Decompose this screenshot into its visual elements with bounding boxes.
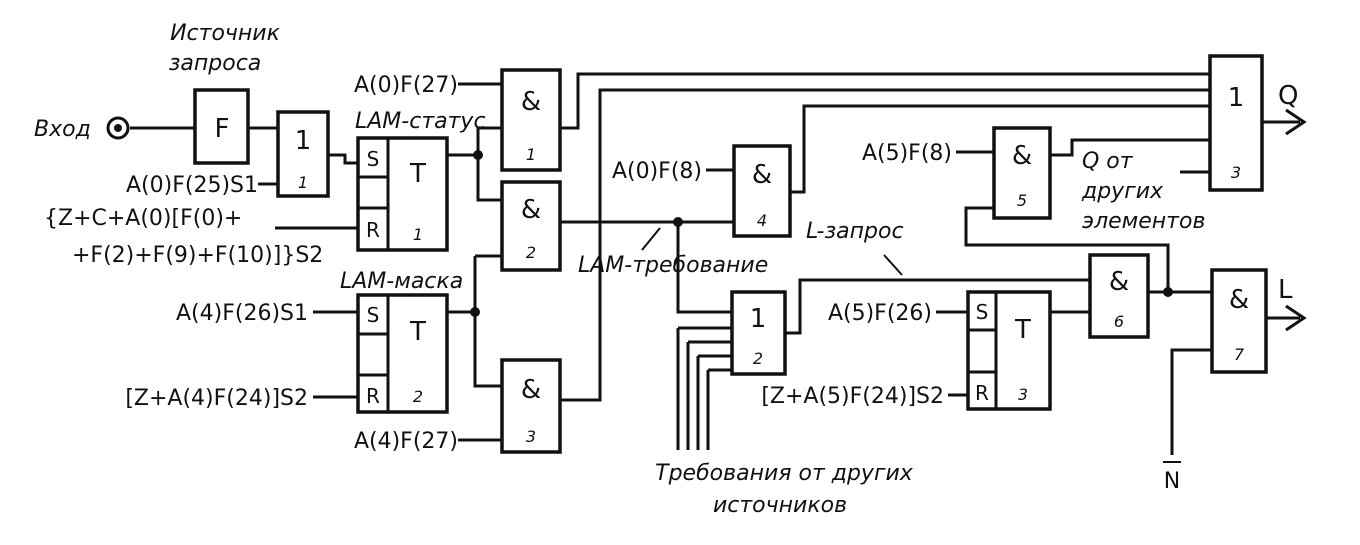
label-lam-demand: LAM-требование <box>578 253 768 278</box>
label-source-line2: запроса <box>169 51 262 76</box>
label-input: Вход <box>34 117 91 142</box>
label-output-l: L <box>1278 275 1293 305</box>
block-or-2-symbol: 1 <box>750 304 767 334</box>
trigger-t3-index: 3 <box>1018 385 1028 404</box>
trigger-t1-r-pin: R <box>366 218 380 242</box>
block-or-3: 1 3 <box>1208 54 1264 192</box>
trigger-t2-symbol: T <box>409 317 426 347</box>
block-or-3-index: 3 <box>1231 163 1241 182</box>
gate-and-4-index: 4 <box>757 211 767 230</box>
gate-and-7-index: 7 <box>1234 345 1245 364</box>
label-source-line1: Источник <box>170 21 281 46</box>
label-q-from-line1: Q от <box>1082 149 1134 174</box>
gate-and-4-symbol: & <box>752 160 772 190</box>
trigger-t1-index: 1 <box>413 225 423 244</box>
gate-and-2-symbol: & <box>521 195 541 225</box>
label-q-from-line3: элементов <box>1082 209 1205 234</box>
junction-and6-out <box>1163 287 1173 297</box>
trigger-t3-symbol: T <box>1014 315 1031 345</box>
trigger-t2-r-pin: R <box>366 384 380 408</box>
label-l-request: L-запрос <box>806 219 904 244</box>
gate-and-3-symbol: & <box>521 375 541 405</box>
trigger-t1-s-pin: S <box>367 147 380 171</box>
gate-and-5-index: 5 <box>1017 191 1027 210</box>
block-f: F <box>193 88 250 165</box>
labels: Источник запроса Вход A(0)F(27) LAM-стат… <box>34 21 1298 518</box>
label-a4f27: A(4)F(27) <box>354 429 458 454</box>
label-a5f26: A(5)F(26) <box>828 301 932 326</box>
trigger-t1: S R T 1 <box>356 136 449 252</box>
gate-and-5-symbol: & <box>1012 141 1032 171</box>
label-demands-line1: Требования от других <box>655 461 914 486</box>
label-q-from-line2: других <box>1081 179 1164 204</box>
gate-and-1: & 1 <box>500 68 562 172</box>
label-demands-line2: источников <box>713 493 847 518</box>
input-terminal <box>106 116 130 140</box>
trigger-t3-s-pin: S <box>976 300 989 324</box>
gate-and-7-symbol: & <box>1229 285 1249 315</box>
trigger-t1-symbol: T <box>409 159 426 189</box>
gate-and-1-symbol: & <box>521 87 541 117</box>
trigger-t3-r-pin: R <box>975 381 989 405</box>
label-z-a4f24: [Z+A(4)F(24)]S2 <box>125 386 308 411</box>
gate-and-7: & 7 <box>1210 268 1268 374</box>
label-a0f27: A(0)F(27) <box>354 73 458 98</box>
gate-and-5: & 5 <box>992 126 1052 220</box>
gate-and-6-index: 6 <box>1114 312 1124 331</box>
gate-and-3-index: 3 <box>526 427 536 446</box>
gate-and-6-symbol: & <box>1109 267 1129 297</box>
label-lam-status: LAM-статус <box>355 109 486 134</box>
label-a4f26s1: A(4)F(26)S1 <box>176 301 308 326</box>
trigger-t2: S R T 2 <box>356 293 449 414</box>
label-a0f25s1: A(0)F(25)S1 <box>126 173 258 198</box>
junction-lam-demand <box>673 217 683 227</box>
block-or-1-index: 1 <box>298 173 308 192</box>
block-or-1-symbol: 1 <box>295 126 312 156</box>
block-or-3-symbol: 1 <box>1228 83 1245 113</box>
trigger-t2-s-pin: S <box>367 303 380 327</box>
label-a5f8: A(5)F(8) <box>862 141 952 166</box>
block-or-2-index: 2 <box>753 349 763 368</box>
label-n-bar: N <box>1164 469 1180 494</box>
label-clear-line1: {Z+C+A(0)[F(0)+ <box>44 206 242 231</box>
label-z-a5f24: [Z+A(5)F(24)]S2 <box>761 384 944 409</box>
label-clear-line2: +F(2)+F(9)+F(10)]}S2 <box>72 243 323 268</box>
gate-and-2-index: 2 <box>526 243 536 262</box>
gate-and-2: & 2 <box>500 180 562 272</box>
gate-and-6: & 6 <box>1088 253 1150 339</box>
block-f-symbol: F <box>215 114 230 144</box>
junctions <box>470 150 1173 317</box>
gate-and-1-index: 1 <box>526 145 536 164</box>
junction-t2-out <box>470 307 480 317</box>
wires <box>130 72 1307 455</box>
label-a0f8: A(0)F(8) <box>612 159 702 184</box>
junction-t1-out <box>473 150 483 160</box>
trigger-t3: S R T 3 <box>966 290 1052 411</box>
trigger-t2-index: 2 <box>413 387 423 406</box>
block-or-1: 1 1 <box>276 110 330 198</box>
block-or-2: 1 2 <box>730 290 787 376</box>
label-output-q: Q <box>1278 81 1298 111</box>
gate-and-4: & 4 <box>732 144 792 238</box>
label-lam-mask: LAM-маска <box>340 269 463 294</box>
gate-and-3: & 3 <box>500 358 562 454</box>
